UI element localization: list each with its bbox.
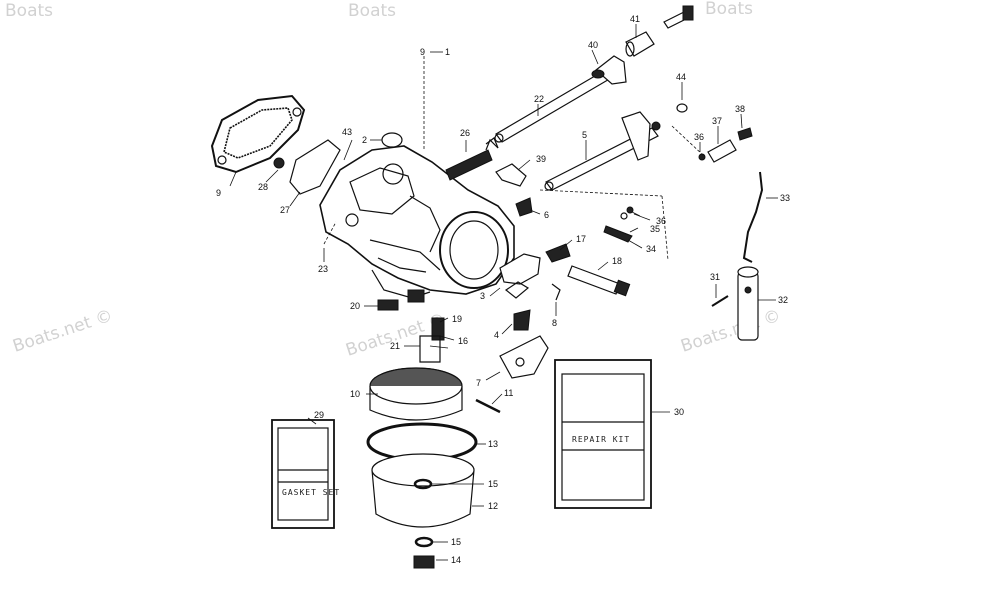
callout-3: 3 bbox=[480, 291, 485, 301]
callout-36-lower: 36 bbox=[656, 216, 666, 226]
part-20-plug bbox=[377, 299, 399, 311]
callout-39: 39 bbox=[536, 154, 546, 164]
callout-20: 20 bbox=[350, 301, 360, 311]
part-35-washer bbox=[620, 212, 628, 220]
callout-1: 1 bbox=[445, 47, 450, 57]
watermark-left: Boats.net © bbox=[10, 306, 115, 357]
callout-labels: 9 1 2 43 9 28 27 26 22 40 41 39 5 6 17 1… bbox=[216, 14, 790, 565]
part-37-needle bbox=[698, 139, 737, 163]
callout-9-top: 9 bbox=[420, 47, 425, 57]
callout-12: 12 bbox=[488, 501, 498, 511]
watermark-top-right: Boats bbox=[705, 0, 753, 19]
carburetor-body bbox=[319, 145, 541, 299]
part-27-gasket bbox=[289, 139, 341, 195]
part-12-float-bowl bbox=[371, 453, 475, 528]
callout-5: 5 bbox=[582, 130, 587, 140]
part-40-arm bbox=[595, 55, 627, 85]
gasket-set-label: GASKET SET bbox=[282, 488, 340, 497]
part-41-sleeve bbox=[625, 31, 655, 57]
callout-44: 44 bbox=[676, 72, 686, 82]
part-36-ball bbox=[626, 206, 634, 214]
callout-6: 6 bbox=[544, 210, 549, 220]
part-4-plunger bbox=[513, 309, 531, 331]
part-15-washer bbox=[414, 536, 434, 548]
callout-29: 29 bbox=[314, 410, 324, 420]
part-14-plug bbox=[413, 555, 435, 569]
part-21-tube bbox=[419, 335, 441, 363]
part-40-spring bbox=[591, 69, 605, 79]
callout-33: 33 bbox=[780, 193, 790, 203]
part-7-plate bbox=[499, 335, 549, 379]
callout-17: 17 bbox=[576, 234, 586, 244]
callout-35: 35 bbox=[650, 224, 660, 234]
callout-40: 40 bbox=[588, 40, 598, 50]
callout-7: 7 bbox=[476, 378, 481, 388]
part-26-spring bbox=[445, 137, 499, 181]
part-16-seat bbox=[407, 289, 425, 303]
part-2-cap bbox=[381, 132, 403, 148]
repair-kit-label: REPAIR KIT bbox=[572, 435, 630, 444]
part-34-spring bbox=[603, 225, 633, 243]
callout-13: 13 bbox=[488, 439, 498, 449]
watermark-top-left: Boats bbox=[5, 1, 53, 21]
callout-9: 9 bbox=[216, 188, 221, 198]
part-28-screw bbox=[273, 157, 285, 169]
callout-34: 34 bbox=[646, 244, 656, 254]
part-41-screw bbox=[663, 5, 694, 29]
callout-36-upper: 36 bbox=[694, 132, 704, 142]
callout-2: 2 bbox=[362, 135, 367, 145]
callout-26: 26 bbox=[460, 128, 470, 138]
part-18-screw bbox=[567, 265, 631, 297]
callout-37: 37 bbox=[712, 116, 722, 126]
callout-30: 30 bbox=[674, 407, 684, 417]
part-31-pin bbox=[711, 295, 729, 307]
callout-38: 38 bbox=[735, 104, 745, 114]
callout-14: 14 bbox=[451, 555, 461, 565]
callout-23: 23 bbox=[318, 264, 328, 274]
callout-15-upper: 15 bbox=[488, 479, 498, 489]
callout-41: 41 bbox=[630, 14, 640, 24]
callout-32: 32 bbox=[778, 295, 788, 305]
callout-21: 21 bbox=[390, 341, 400, 351]
part-17-spring bbox=[545, 243, 571, 263]
callout-28: 28 bbox=[258, 182, 268, 192]
callout-10: 10 bbox=[350, 389, 360, 399]
leader-lines bbox=[229, 24, 778, 561]
callout-18: 18 bbox=[612, 256, 622, 266]
part-22-throttle-shaft bbox=[485, 65, 619, 151]
callout-19: 19 bbox=[452, 314, 462, 324]
callout-15-lower: 15 bbox=[451, 537, 461, 547]
callout-8: 8 bbox=[552, 318, 557, 328]
part-44-washer bbox=[676, 103, 688, 113]
part-29-gasket-set: GASKET SET bbox=[271, 419, 340, 529]
callout-43: 43 bbox=[342, 127, 352, 137]
callout-31: 31 bbox=[710, 272, 720, 282]
watermark-top-center: Boats bbox=[348, 1, 396, 21]
callout-11: 11 bbox=[504, 388, 513, 398]
part-38-screw bbox=[737, 127, 753, 141]
callout-27: 27 bbox=[280, 205, 290, 215]
part-11-pin bbox=[475, 398, 501, 414]
part-9-flange-gasket bbox=[210, 94, 306, 174]
part-10-float bbox=[369, 367, 463, 421]
part-30-repair-kit: REPAIR KIT bbox=[554, 359, 652, 509]
part-39-lever bbox=[495, 163, 527, 187]
callout-4: 4 bbox=[494, 330, 499, 340]
watermark-right: Boats.net © bbox=[678, 306, 783, 357]
part-6-spring bbox=[515, 197, 533, 217]
callout-16: 16 bbox=[458, 336, 468, 346]
part-5-choke-shaft bbox=[544, 111, 661, 191]
part-8-clip bbox=[551, 283, 561, 301]
callout-22: 22 bbox=[534, 94, 544, 104]
part-33-rod bbox=[742, 171, 764, 263]
part-32-float bbox=[737, 266, 759, 341]
part-19-jet bbox=[431, 317, 445, 341]
